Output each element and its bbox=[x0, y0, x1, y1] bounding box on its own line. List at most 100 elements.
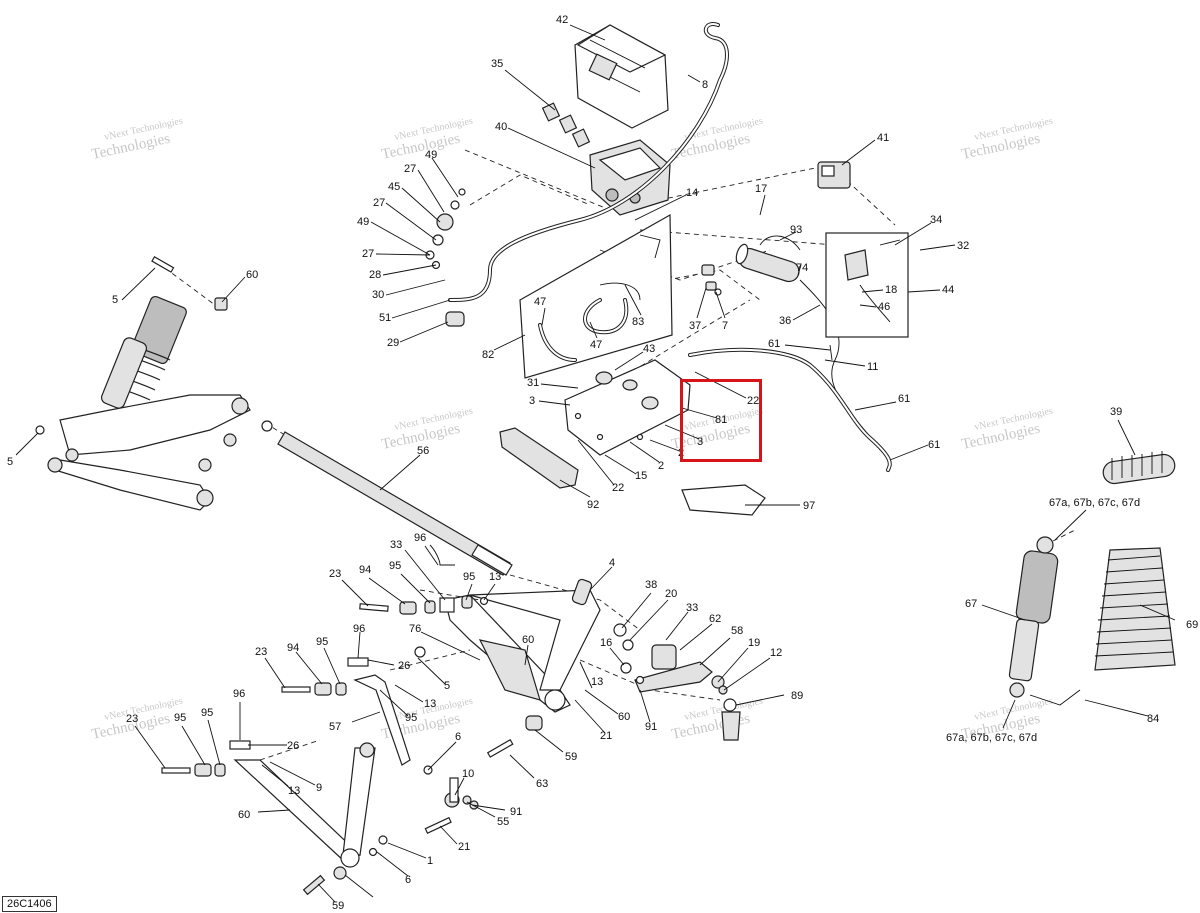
callout-label: 7 bbox=[722, 320, 728, 332]
callout-label: 40 bbox=[495, 121, 507, 133]
skid-cover-92 bbox=[499, 427, 579, 489]
callout-label: 6 bbox=[455, 731, 461, 743]
callout-label: 96 bbox=[233, 688, 245, 700]
callout-label: 4 bbox=[609, 557, 615, 569]
callout-label: 67a, 67b, 67c, 67d bbox=[946, 732, 1037, 744]
callout-label: 42 bbox=[556, 14, 568, 26]
callout-label: 34 bbox=[930, 214, 942, 226]
callout-label: 46 bbox=[878, 301, 890, 313]
callout-label: 94 bbox=[359, 564, 371, 576]
callout-label: 36 bbox=[779, 315, 791, 327]
callout-label: 89 bbox=[791, 690, 803, 702]
callout-label: 95 bbox=[389, 560, 401, 572]
callout-label: 43 bbox=[643, 343, 655, 355]
callout-label: 13 bbox=[424, 698, 436, 710]
document-code-label: 26C1406 bbox=[2, 896, 57, 912]
callout-label: 97 bbox=[803, 500, 815, 512]
callout-label: 13 bbox=[591, 676, 603, 688]
callout-label: 57 bbox=[329, 721, 341, 733]
callout-label: 3 bbox=[697, 436, 703, 448]
callout-label: 19 bbox=[748, 637, 760, 649]
callout-label: 3 bbox=[529, 395, 535, 407]
callout-label: 38 bbox=[645, 579, 657, 591]
callout-label: 14 bbox=[686, 187, 698, 199]
callout-label: 91 bbox=[645, 721, 657, 733]
callout-label: 11 bbox=[867, 361, 878, 373]
callout-label: 23 bbox=[329, 568, 341, 580]
callout-label: 82 bbox=[482, 349, 494, 361]
callout-label: 5 bbox=[444, 680, 450, 692]
motor-part bbox=[735, 243, 800, 283]
callout-label: 93 bbox=[790, 224, 802, 236]
callout-label: 44 bbox=[942, 284, 954, 296]
coil-spring-69 bbox=[1094, 547, 1176, 671]
callout-label: 60 bbox=[238, 809, 250, 821]
callout-label: 61 bbox=[898, 393, 910, 405]
callout-label: 95 bbox=[174, 712, 186, 724]
callout-label: 55 bbox=[497, 816, 509, 828]
callout-label: 45 bbox=[388, 181, 400, 193]
callout-label: 2 bbox=[658, 460, 664, 472]
callout-label: 61 bbox=[768, 338, 780, 350]
callout-label: 1 bbox=[427, 855, 433, 867]
control-module-part bbox=[817, 161, 851, 189]
callout-label: 21 bbox=[458, 841, 470, 853]
callout-label: 31 bbox=[527, 377, 539, 389]
callout-label: 67 bbox=[965, 598, 977, 610]
callout-label: 63 bbox=[536, 778, 548, 790]
lower-a-arm-55 bbox=[233, 742, 388, 896]
brake-cable-61 bbox=[688, 344, 892, 472]
callout-label: 59 bbox=[565, 751, 577, 763]
callout-label: 39 bbox=[1110, 406, 1122, 418]
callout-label: 15 bbox=[635, 470, 647, 482]
callout-label: 6 bbox=[405, 874, 411, 886]
callout-label: 61 bbox=[928, 439, 940, 451]
highlight-box bbox=[680, 379, 762, 462]
callout-label: 18 bbox=[885, 284, 897, 296]
pivot-hardware-stack bbox=[425, 188, 466, 327]
callout-label: 9 bbox=[316, 782, 322, 794]
callout-label: 62 bbox=[709, 613, 721, 625]
callout-label: 33 bbox=[686, 602, 698, 614]
callout-label: 96 bbox=[414, 532, 426, 544]
callout-label: 22 bbox=[612, 482, 624, 494]
callout-label: 95 bbox=[201, 707, 213, 719]
callout-label: 83 bbox=[632, 316, 644, 328]
harness-inset-box bbox=[519, 213, 673, 379]
callout-label: 33 bbox=[390, 539, 402, 551]
callout-label: 95 bbox=[316, 636, 328, 648]
callout-label: 26 bbox=[398, 660, 410, 672]
callout-label: 96 bbox=[353, 623, 365, 635]
callout-label: 59 bbox=[332, 900, 344, 912]
callout-label: 67a, 67b, 67c, 67d bbox=[1049, 497, 1140, 509]
callout-label: 35 bbox=[491, 58, 503, 70]
spring-39 bbox=[1102, 451, 1176, 485]
callout-label: 49 bbox=[357, 216, 369, 228]
callout-label: 27 bbox=[404, 163, 416, 175]
callout-label: 60 bbox=[522, 634, 534, 646]
callout-label: 5 bbox=[112, 294, 118, 306]
left-suspension-assembly bbox=[35, 255, 273, 511]
callout-label: 16 bbox=[600, 637, 612, 649]
callout-label: 60 bbox=[618, 711, 630, 723]
callout-label: 47 bbox=[590, 339, 602, 351]
callout-label: 29 bbox=[387, 337, 399, 349]
callout-label: 84 bbox=[1147, 713, 1159, 725]
callout-label: 13 bbox=[489, 571, 501, 583]
callout-label: 27 bbox=[373, 197, 385, 209]
callout-label: 27 bbox=[362, 248, 374, 260]
callout-label: 26 bbox=[287, 740, 299, 752]
callout-label: 28 bbox=[369, 269, 381, 281]
callout-label: 17 bbox=[755, 183, 767, 195]
tie-rod-end-63 bbox=[424, 715, 543, 835]
callout-leader-lines bbox=[15, 24, 1176, 903]
callout-label: 69 bbox=[1186, 619, 1198, 631]
callout-label: 94 bbox=[287, 642, 299, 654]
driveshaft-56 bbox=[277, 431, 513, 576]
callout-label: 23 bbox=[255, 646, 267, 658]
sensor-assembly-box bbox=[825, 232, 909, 338]
callout-label: 56 bbox=[417, 445, 429, 457]
callout-label: 58 bbox=[731, 625, 743, 637]
connector-clips-part bbox=[541, 102, 591, 148]
